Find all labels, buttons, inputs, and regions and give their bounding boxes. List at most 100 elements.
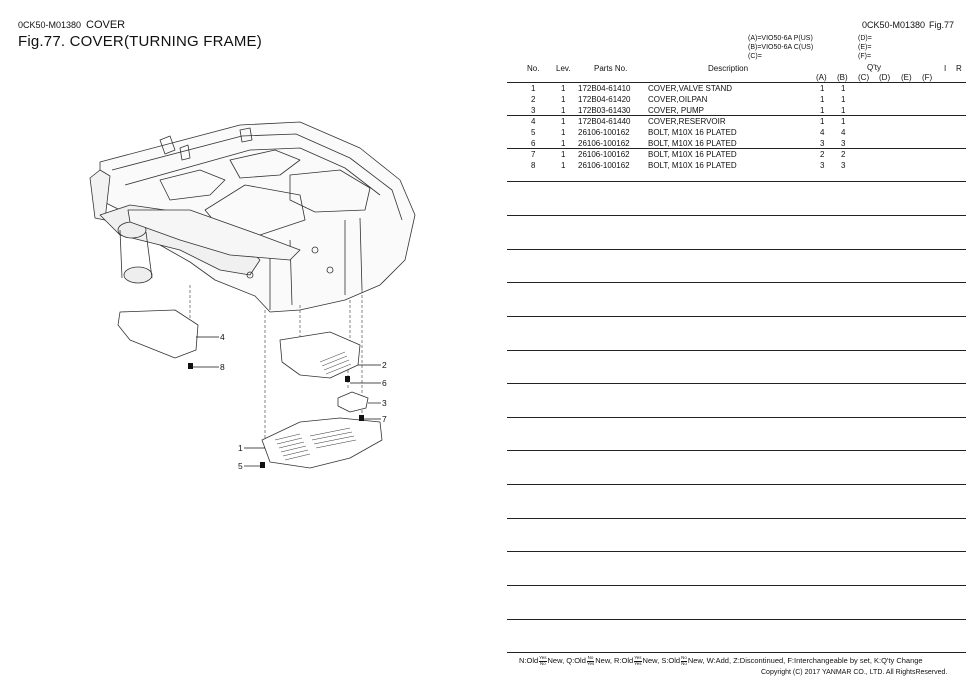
row-qty-b: 1 bbox=[841, 84, 846, 93]
row-level: 1 bbox=[561, 128, 566, 137]
group-divider bbox=[507, 148, 966, 149]
col-header-i: I bbox=[944, 64, 947, 73]
row-parts-no: 172B04-61410 bbox=[578, 84, 631, 93]
table-header-rule bbox=[507, 82, 966, 83]
model-list-left: (A)=VIO50-6A P(US) (B)=VIO50-6A C(US) (C… bbox=[748, 34, 813, 61]
group-divider bbox=[507, 652, 966, 653]
col-header-qty-f: (F) bbox=[922, 73, 933, 82]
group-divider bbox=[507, 450, 966, 451]
doc-code-right: 0CK50-M01380 bbox=[862, 20, 926, 30]
model-d: (D)= bbox=[858, 35, 872, 42]
row-description: COVER,RESERVOIR bbox=[648, 117, 726, 126]
model-c: (C)= bbox=[748, 53, 762, 60]
row-level: 1 bbox=[561, 106, 566, 115]
col-header-parts-no: Parts No. bbox=[594, 64, 628, 73]
row-parts-no: 26106-100162 bbox=[578, 161, 630, 170]
bolt-7-icon bbox=[359, 415, 364, 421]
figure-number: Fig.77 bbox=[929, 20, 955, 30]
row-level: 1 bbox=[561, 161, 566, 170]
group-divider bbox=[507, 181, 966, 182]
callout-6: 6 bbox=[382, 378, 387, 388]
bolt-6-icon bbox=[345, 376, 350, 382]
pump-cover bbox=[337, 391, 369, 413]
group-divider bbox=[507, 484, 966, 485]
row-no: 6 bbox=[531, 139, 536, 148]
legend-r-top: Yes bbox=[634, 655, 642, 662]
group-divider bbox=[507, 518, 966, 519]
col-header-description: Description bbox=[708, 64, 749, 73]
row-no: 2 bbox=[531, 95, 536, 104]
row-level: 1 bbox=[561, 95, 566, 104]
group-divider bbox=[507, 551, 966, 552]
legend-q-bottom: Yes bbox=[586, 660, 595, 666]
row-parts-no: 172B03-61430 bbox=[578, 106, 631, 115]
group-divider bbox=[507, 282, 966, 283]
row-level: 1 bbox=[561, 139, 566, 148]
bolt-5-icon bbox=[260, 462, 265, 468]
col-header-qty: Q'ty bbox=[867, 63, 881, 72]
legend-r-bottom: Yes bbox=[634, 660, 642, 666]
row-no: 4 bbox=[531, 117, 536, 126]
legend-n-top: Yes bbox=[539, 655, 547, 662]
callout-5: 5 bbox=[238, 461, 243, 471]
col-header-qty-d: (D) bbox=[879, 73, 891, 82]
legend-n-suffix: New, bbox=[547, 656, 565, 665]
row-qty-a: 3 bbox=[820, 139, 825, 148]
row-description: BOLT, M10X 16 PLATED bbox=[648, 150, 737, 159]
legend-s-prefix: S:Old bbox=[661, 656, 681, 665]
row-description: BOLT, M10X 16 PLATED bbox=[648, 161, 737, 170]
row-parts-no: 26106-100162 bbox=[578, 139, 630, 148]
legend-s-top: No bbox=[681, 655, 687, 662]
exploded-parts-diagram bbox=[89, 121, 416, 469]
callout-1: 1 bbox=[238, 443, 243, 453]
row-qty-a: 1 bbox=[820, 95, 825, 104]
col-header-no: No. bbox=[527, 64, 540, 73]
group-divider bbox=[507, 417, 966, 418]
section-title: COVER bbox=[86, 19, 126, 31]
legend-r-suffix: New, bbox=[642, 656, 660, 665]
row-qty-a: 4 bbox=[820, 128, 825, 137]
row-parts-no: 172B04-61440 bbox=[578, 117, 631, 126]
row-no: 7 bbox=[531, 150, 536, 159]
copyright: Copyright (C) 2017 YANMAR CO., LTD. All … bbox=[761, 669, 948, 676]
callout-3: 3 bbox=[382, 398, 387, 408]
legend-q-top: No bbox=[586, 655, 595, 662]
col-header-lev: Lev. bbox=[556, 64, 571, 73]
group-divider bbox=[507, 383, 966, 384]
col-header-qty-b: (B) bbox=[837, 73, 848, 82]
row-qty-b: 1 bbox=[841, 95, 846, 104]
row-qty-b: 3 bbox=[841, 161, 846, 170]
row-qty-b: 2 bbox=[841, 150, 846, 159]
group-divider bbox=[507, 316, 966, 317]
legend-s-suffix: New, W:Add, Z:Discontinued, F:Interchang… bbox=[687, 656, 923, 665]
row-description: BOLT, M10X 16 PLATED bbox=[648, 139, 737, 148]
callout-7: 7 bbox=[382, 414, 387, 424]
row-level: 1 bbox=[561, 150, 566, 159]
callout-4: 4 bbox=[220, 332, 225, 342]
model-e: (E)= bbox=[858, 44, 872, 51]
row-qty-a: 2 bbox=[820, 150, 825, 159]
col-header-qty-c: (C) bbox=[858, 73, 870, 82]
model-a: (A)=VIO50-6A P(US) bbox=[748, 35, 813, 42]
row-qty-b: 1 bbox=[841, 106, 846, 115]
col-header-r: R bbox=[956, 64, 962, 73]
row-parts-no: 26106-100162 bbox=[578, 128, 630, 137]
row-qty-b: 4 bbox=[841, 128, 846, 137]
group-divider bbox=[507, 115, 966, 116]
bolt-8-icon bbox=[188, 363, 193, 369]
legend-n-bottom: No bbox=[539, 660, 546, 666]
group-divider bbox=[507, 619, 966, 620]
group-divider bbox=[507, 350, 966, 351]
legend-q-prefix: Q:Old bbox=[566, 656, 586, 665]
col-header-qty-a: (A) bbox=[816, 73, 827, 82]
callout-8: 8 bbox=[220, 362, 225, 372]
legend-r-prefix: R:Old bbox=[614, 656, 634, 665]
row-description: BOLT, M10X 16 PLATED bbox=[648, 128, 737, 137]
reservoir-cover bbox=[117, 309, 199, 359]
row-qty-a: 1 bbox=[820, 106, 825, 115]
col-header-qty-e: (E) bbox=[901, 73, 912, 82]
row-no: 8 bbox=[531, 161, 536, 170]
